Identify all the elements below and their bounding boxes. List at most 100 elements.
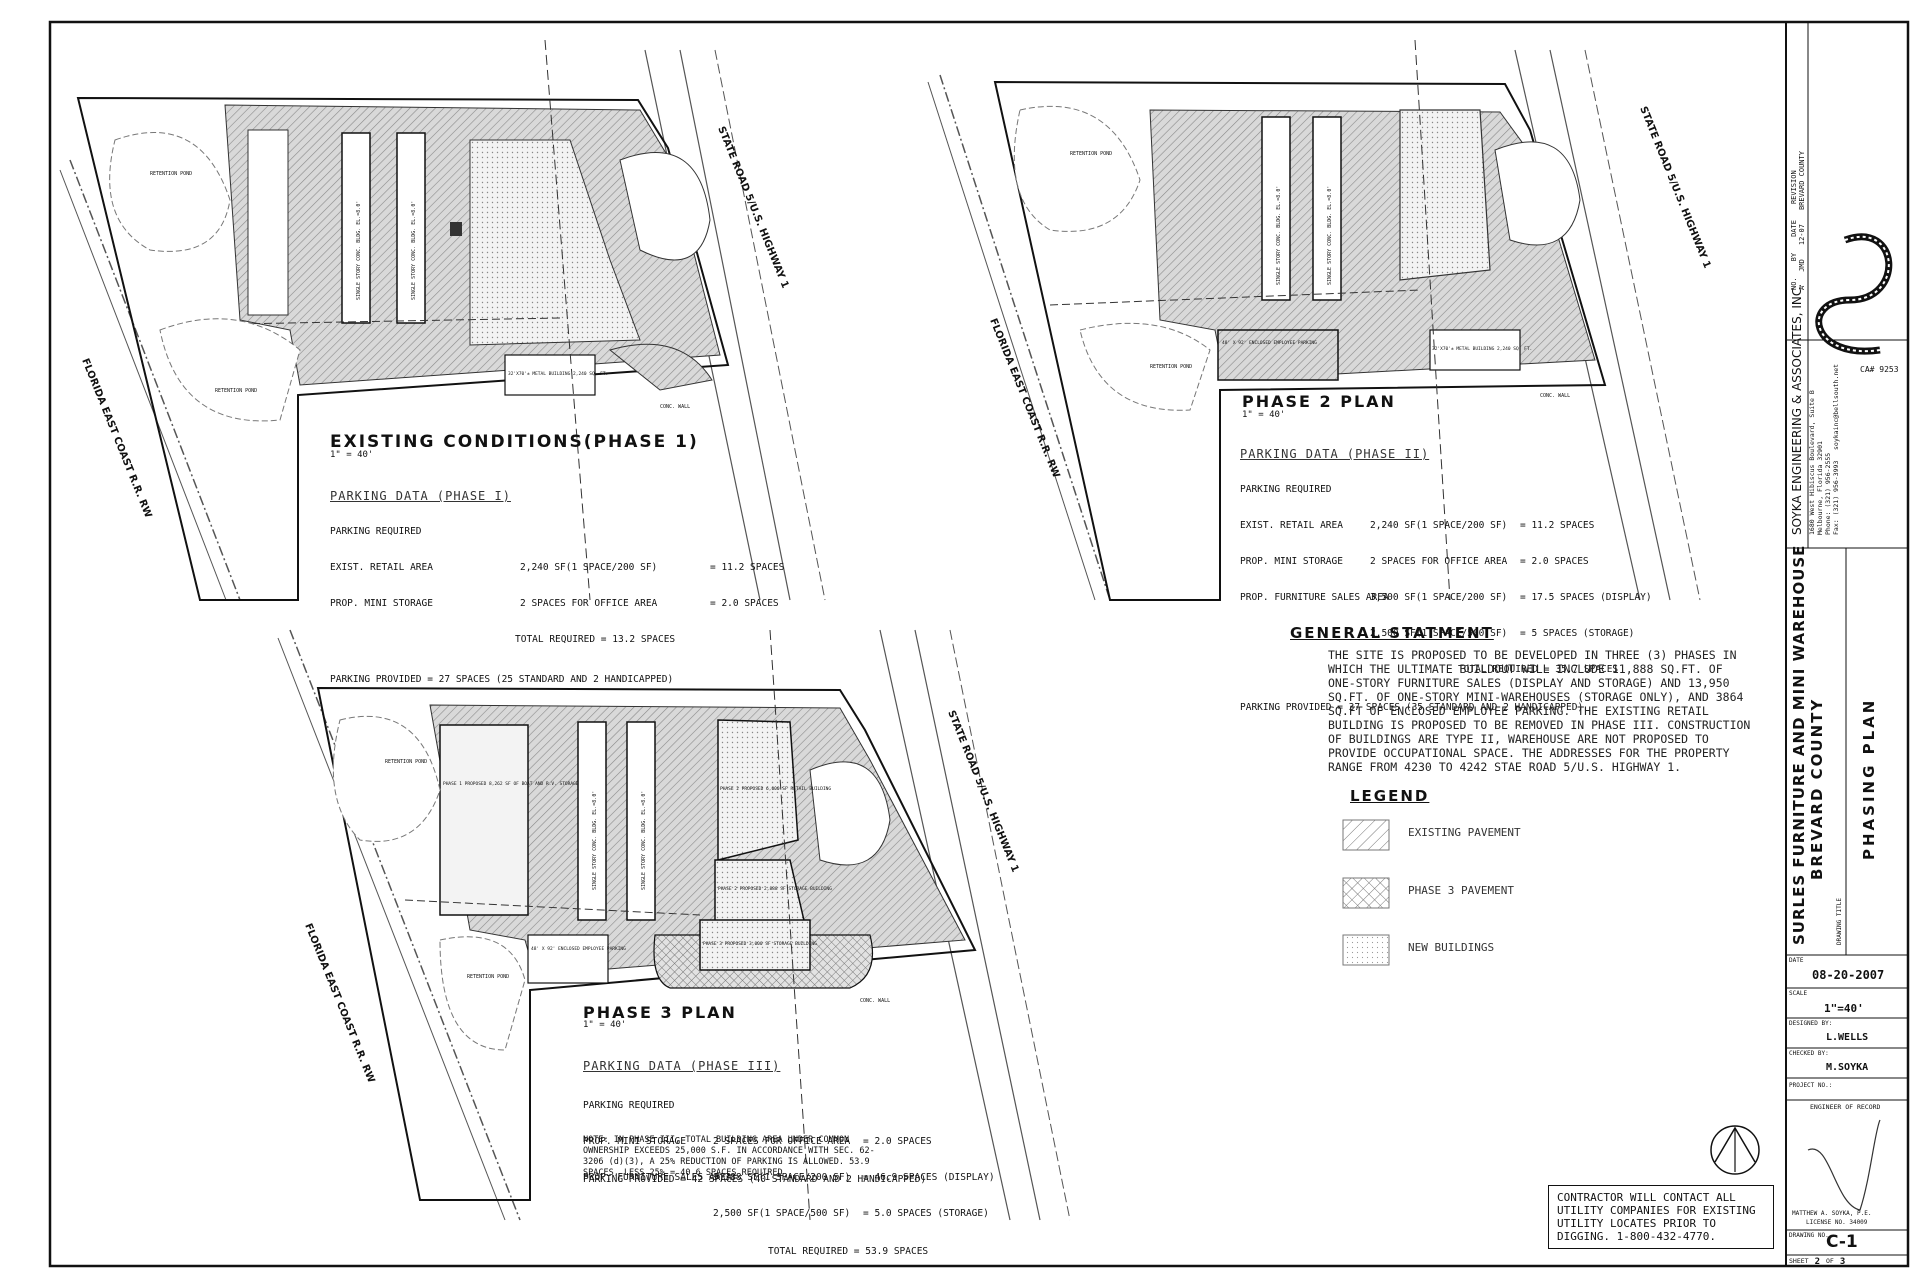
legend-swatch-existing-pavement <box>1342 819 1390 851</box>
label-phase2-storage: PHASE 2 PROPOSED 2,888 SF STORAGE BUILDI… <box>718 886 832 892</box>
label-storage-3b: SINGLE STORY CONC. BLDG. EL.=8.0' <box>641 791 647 890</box>
plan-phase-3 <box>277 629 1760 1221</box>
phase2-parking-data: PARKING DATA (PHASE II) PARKING REQUIRED… <box>1240 424 1652 726</box>
legend-label-phase3-pavement: PHASE 3 PAVEMENT <box>1408 884 1514 897</box>
firm-email: soykainc@bellsouth.net <box>1832 363 1840 450</box>
phase2-provided: PARKING PROVIDED = 37 SPACES (35 STANDAR… <box>1240 702 1584 713</box>
label-conc-wall-3: CONC. WALL <box>860 998 890 1004</box>
label-conc-wall-2: CONC. WALL <box>1540 393 1570 399</box>
contractor-note: CONTRACTOR WILL CONTACT ALL UTILITY COMP… <box>1548 1185 1774 1249</box>
legend-title: LEGEND <box>1350 787 1430 805</box>
label-railroad-phase3: FLORIDA EAST COAST R.R. RW <box>302 922 376 1084</box>
label-metal-building-2: 32'X70'± METAL BUILDING 2,240 SQ. FT. <box>1432 346 1532 352</box>
drawing-title-label: DRAWING TITLE <box>1836 898 1843 945</box>
label-highway-phase2: STATE ROAD 5/U.S. HIGHWAY 1 <box>1637 105 1712 270</box>
drawing-no-label: DRAWING NO. <box>1789 1232 1829 1239</box>
label-storage-2a: SINGLE STORY CONC. BLDG. EL.=8.0' <box>1276 186 1282 285</box>
scale-value: 1"=40' <box>1824 1002 1864 1015</box>
phase2-title: PHASE 2 PLAN <box>1242 392 1396 411</box>
label-storage-3a: SINGLE STORY CONC. BLDG. EL.=8.0' <box>592 791 598 890</box>
phase3-note: NOTE: IN PHASE III, TOTAL BUILDING AREA … <box>583 1135 875 1178</box>
checked-value: M.SOYKA <box>1826 1062 1869 1073</box>
title-block-frame <box>1786 22 1908 1256</box>
north-arrow-icon <box>1710 1125 1760 1175</box>
firm-address-2: Melbourne, Florida 32901 <box>1816 441 1824 535</box>
engineer-of-record-label: ENGINEER OF RECORD <box>1810 1103 1881 1111</box>
sheet-count: SHEET 2 OF 3 <box>1789 1257 1846 1267</box>
phase2-parking-required: PARKING REQUIRED <box>1240 484 1332 495</box>
legend-label-new-buildings: NEW BUILDINGS <box>1408 941 1495 954</box>
phase3-scale: 1" = 40' <box>583 1020 627 1030</box>
label-railroad-phase1: FLORIDA EAST COAST R.R. RW <box>79 357 153 519</box>
drawing-number: C-1 <box>1826 1232 1858 1252</box>
date-label: DATE <box>1789 957 1804 964</box>
phase2-parking-heading: PARKING DATA (PHASE II) <box>1240 447 1430 461</box>
legend-swatch-phase3-pavement <box>1342 877 1390 909</box>
drawing-title: PHASING PLAN <box>1860 697 1878 860</box>
phase2-total: TOTAL REQUIRED = 35.7 SPACES <box>1458 664 1619 675</box>
label-employee-parking-3: 48' X 92' ENCLOSED EMPLOYEE PARKING <box>531 946 626 952</box>
label-conc-wall-1: CONC. WALL <box>660 404 690 410</box>
label-highway-phase1: STATE ROAD 5/U.S. HIGHWAY 1 <box>715 125 790 290</box>
phase3-parking-heading: PARKING DATA (PHASE III) <box>583 1059 781 1073</box>
label-pond-1a: RETENTION POND <box>150 171 192 177</box>
phase1-provided: PARKING PROVIDED = 27 SPACES (25 STANDAR… <box>330 674 674 685</box>
designed-value: L.WELLS <box>1826 1032 1869 1043</box>
phase1-parking-required: PARKING REQUIRED <box>330 526 422 537</box>
phase2-scale: 1" = 40' <box>1242 410 1286 420</box>
engineer-name: MATTHEW A. SOYKA, P.E. <box>1792 1210 1872 1217</box>
phase3-total: TOTAL REQUIRED = 53.9 SPACES <box>768 1246 929 1257</box>
firm-address-1: 1680 West Hibiscus Boulevard, Suite B <box>1808 390 1816 535</box>
firm-fax: Fax: (321) 956-3993 <box>1832 460 1840 535</box>
label-metal-building-1: 32'X70'± METAL BUILDING 2,240 SQ. FT. <box>508 371 608 377</box>
legend-label-existing-pavement: EXISTING PAVEMENT <box>1408 826 1521 839</box>
revision-headers: NO. BY DATE REVISION <box>1790 170 1798 290</box>
plan-phase-2 <box>927 39 1701 601</box>
firm-logo-icon <box>1815 233 1893 355</box>
label-pond-3b: RETENTION POND <box>467 974 509 980</box>
firm-name: SOYKA ENGINEERING & ASSOCIATES, INC. <box>1790 283 1804 535</box>
label-highway-phase3: STATE ROAD 5/U.S. HIGHWAY 1 <box>945 709 1020 874</box>
label-phase1-building: PHASE 1 PROPOSED 8,262 SF OF BOAT AND R.… <box>443 781 579 787</box>
phase3-row: 2,500 SF(1 SPACE/500 SF)= 5.0 SPACES (ST… <box>713 1208 989 1219</box>
phase3-parking-data: PARKING DATA (PHASE III) PARKING REQUIRE… <box>583 1036 995 1270</box>
engineer-license: LICENSE NO. 34009 <box>1806 1219 1868 1226</box>
firm-phone: Phone: (321) 956-2555 <box>1824 452 1832 535</box>
phase1-parking-heading: PARKING DATA (PHASE I) <box>330 489 511 503</box>
scale-label: SCALE <box>1789 990 1808 997</box>
label-pond-2a: RETENTION POND <box>1070 151 1112 157</box>
label-employee-parking-2: 48' X 92' ENCLOSED EMPLOYEE PARKING <box>1222 340 1317 346</box>
date-value: 08-20-2007 <box>1812 968 1885 982</box>
label-phase2-retail: PHASE 2 PROPOSED 6,000 SF RETAIL BUILDIN… <box>720 786 831 792</box>
project-title-line2: BREVARD COUNTY <box>1808 697 1826 880</box>
sheet-border <box>48 20 1910 1268</box>
label-pond-3a: RETENTION POND <box>385 759 427 765</box>
label-storage-1b: SINGLE STORY CONC. BLDG. EL.=8.0' <box>411 201 417 300</box>
phase3-title: PHASE 3 PLAN <box>583 1003 737 1022</box>
phase3-provided: PARKING PROVIDED = 42 SPACES (40 STANDAR… <box>583 1174 927 1185</box>
legend-swatch-new-buildings <box>1342 934 1390 966</box>
ca-number: CA# 9253 <box>1860 365 1899 374</box>
phase1-scale: 1" = 40' <box>330 450 374 460</box>
project-no-label: PROJECT NO.: <box>1789 1082 1833 1089</box>
label-pond-2b: RETENTION POND <box>1150 364 1192 370</box>
phase1-parking-data: PARKING DATA (PHASE I) PARKING REQUIRED … <box>330 466 784 698</box>
phase3-parking-required: PARKING REQUIRED <box>583 1100 675 1111</box>
label-phase3-storage: PHASE 3 PROPOSED 3,000 SF STORAGE BUILDI… <box>703 941 817 947</box>
revision-row: A JMD 12-07 BREVARD COUNTY <box>1798 151 1806 290</box>
designed-label: DESIGNED BY: <box>1789 1020 1833 1027</box>
engineer-signature <box>1807 1119 1881 1211</box>
phase1-title: EXISTING CONDITIONS(PHASE 1) <box>330 432 699 452</box>
phase1-total: TOTAL REQUIRED = 13.2 SPACES <box>515 634 676 645</box>
label-storage-2b: SINGLE STORY CONC. BLDG. EL.=8.0' <box>1327 186 1333 285</box>
general-statement-title: GENERAL STATMENT <box>1290 624 1494 642</box>
